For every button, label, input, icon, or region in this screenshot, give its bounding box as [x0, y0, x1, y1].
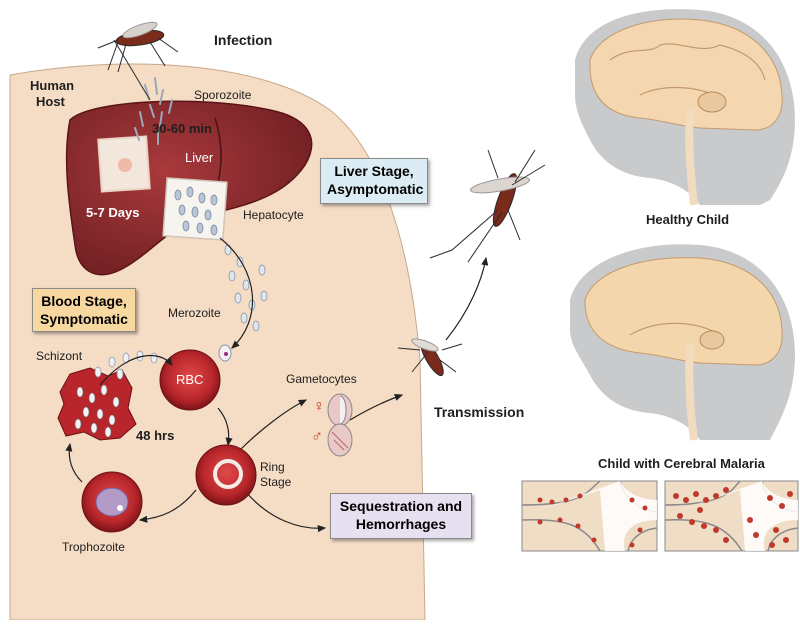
- cerebral-malaria-label: Child with Cerebral Malaria: [598, 456, 765, 471]
- healthy-child-label: Healthy Child: [646, 212, 730, 227]
- blood-stage-line1: Blood Stage,: [41, 293, 127, 309]
- human-host-label-line2: Host: [36, 94, 65, 109]
- schizont-cell: [57, 367, 137, 441]
- sequestration-line2: Hemorrhages: [355, 516, 447, 532]
- gametocytes-label: Gametocytes: [286, 372, 357, 386]
- mosquito-infection: [97, 21, 179, 101]
- blood-stage-box: Blood Stage, Symptomatic: [32, 288, 136, 332]
- cerebral-malaria-child-illustration: [570, 244, 795, 441]
- days-5-7-label: 5-7 Days: [86, 205, 140, 220]
- capillary-panel-right: [664, 480, 799, 552]
- sequestration-line1: Sequestration and: [339, 498, 463, 514]
- ring-stage-label-line1: Ring: [260, 460, 285, 474]
- human-host-label-line1: Human: [30, 78, 75, 93]
- sporozoite-label: Sporozoite: [194, 88, 252, 102]
- infection-label: Infection: [214, 32, 273, 48]
- liver-stage-box: Liver Stage, Asymptomatic: [320, 158, 428, 204]
- mosquito-transmission: [397, 338, 463, 377]
- liver-stage-line2: Asymptomatic: [327, 181, 424, 197]
- gametocytes-cells: [327, 393, 353, 457]
- female-symbol: ♀: [313, 398, 325, 415]
- transmission-label: Transmission: [434, 404, 525, 420]
- time-30-60-label: 30-60 min: [152, 121, 212, 136]
- healthy-child-illustration: [575, 9, 795, 206]
- ring-stage-label-line2: Stage: [260, 475, 292, 489]
- mosquito-flying: [429, 149, 546, 263]
- rbc-label: RBC: [176, 372, 204, 387]
- capillary-panel-left: [521, 480, 658, 552]
- liver-stage-line1: Liver Stage,: [334, 163, 414, 179]
- liver-illustration: [65, 100, 313, 276]
- sequestration-box: Sequestration and Hemorrhages: [330, 493, 472, 539]
- blood-stage-line2: Symptomatic: [40, 311, 128, 327]
- liver-label: Liver: [185, 150, 214, 165]
- schizont-label: Schizont: [36, 349, 83, 363]
- trophozoite-label: Trophozoite: [62, 540, 125, 554]
- hepatocyte-label: Hepatocyte: [243, 208, 304, 222]
- merozoite-label: Merozoite: [168, 306, 221, 320]
- merozoites-chain: [224, 244, 268, 332]
- male-symbol: ♂: [311, 428, 323, 445]
- hrs-48-label: 48 hrs: [136, 428, 175, 443]
